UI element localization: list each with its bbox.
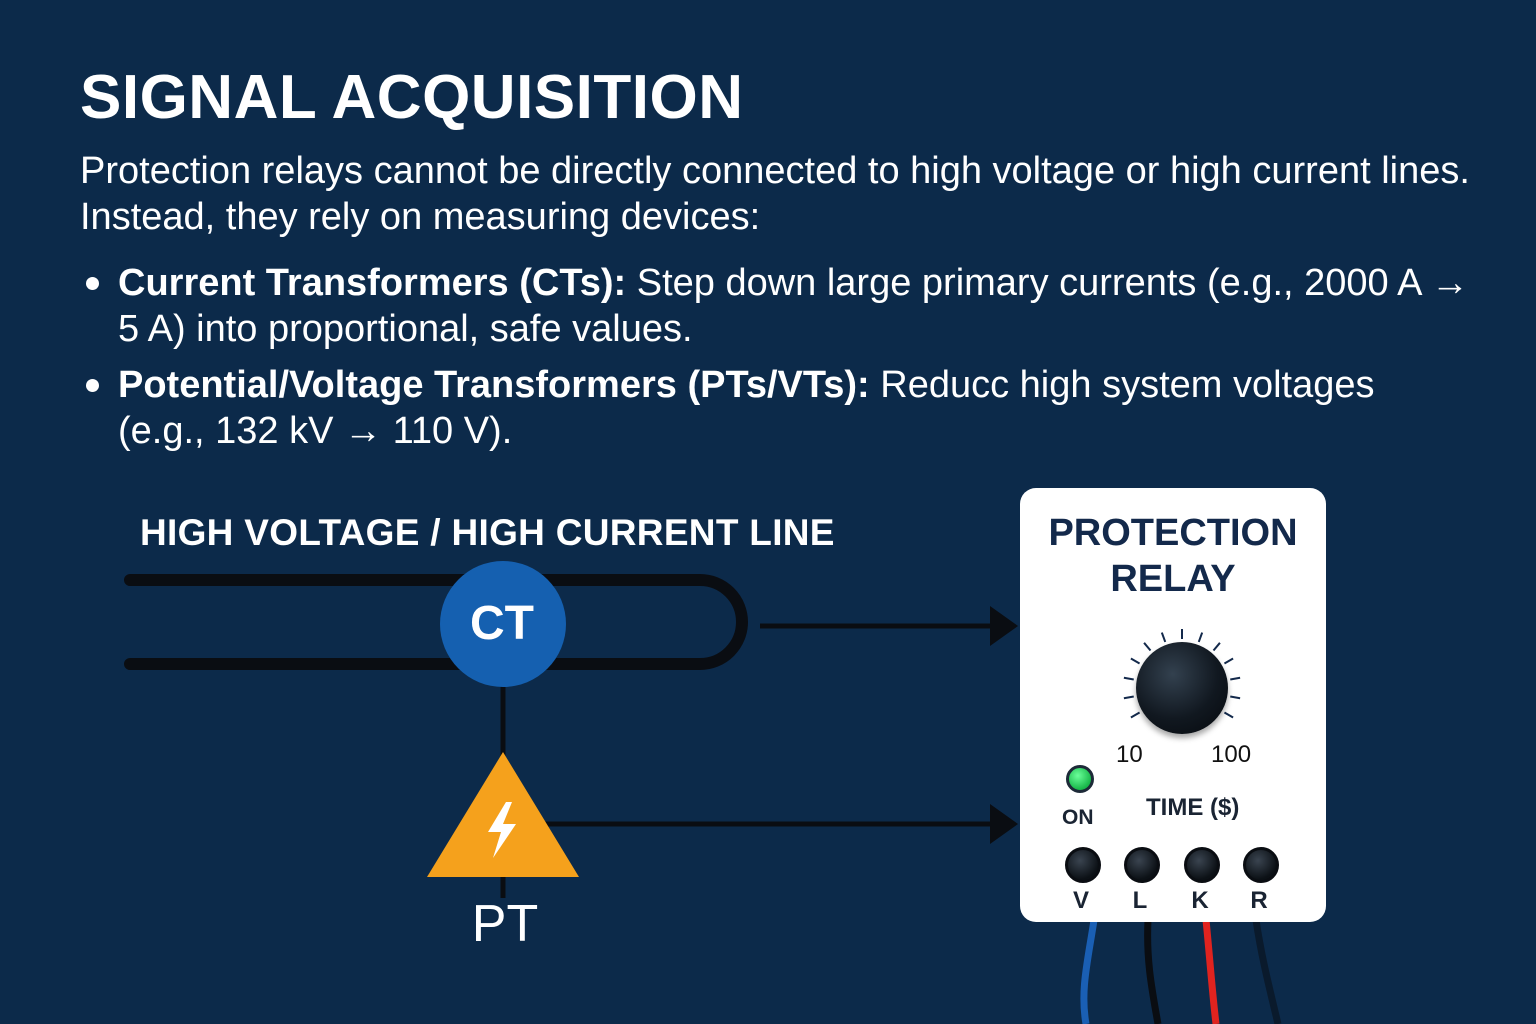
- relay-title-line2: RELAY: [1110, 558, 1236, 600]
- wire-blue: [1080, 919, 1098, 1024]
- pt-label: PT: [471, 895, 539, 953]
- ct-arrowhead: [990, 606, 1018, 646]
- terminal-label: L: [1132, 887, 1148, 914]
- page-title: SIGNAL ACQUISITION: [80, 63, 744, 132]
- dial-tick: [1143, 642, 1152, 652]
- dial-tick: [1130, 657, 1141, 665]
- relay-title-line1: PROTECTION: [1048, 512, 1298, 554]
- terminal-v[interactable]: [1065, 847, 1101, 883]
- time-dial-knob[interactable]: [1136, 642, 1228, 734]
- dial-tick: [1212, 642, 1221, 652]
- dial-tick: [1230, 676, 1241, 681]
- bullet-icon: [86, 379, 99, 392]
- dial-tick: [1181, 629, 1183, 639]
- relay-title: PROTECTION RELAY: [1020, 510, 1326, 602]
- bullet-term: Potential/Voltage Transformers (PTs/VTs)…: [118, 364, 870, 406]
- dial-tick: [1223, 711, 1234, 719]
- dial-label: TIME ($): [1146, 794, 1240, 821]
- ct-circle: [440, 561, 566, 687]
- dial-tick: [1230, 695, 1241, 700]
- intro-text: Protection relays cannot be directly con…: [80, 150, 1470, 238]
- dial-tick: [1223, 657, 1234, 665]
- terminal-label: K: [1191, 887, 1209, 914]
- dial-tick: [1130, 711, 1141, 719]
- bullet-term: Current Transformers (CTs):: [118, 262, 627, 304]
- terminal-k[interactable]: [1184, 847, 1220, 883]
- bullet-icon: [86, 277, 99, 290]
- bullet-text: Reducᴄ high system voltages (e.g., 132 k…: [118, 364, 1375, 452]
- pt-arrowhead: [990, 804, 1018, 844]
- lightning-bolt-icon: [488, 802, 516, 858]
- dial-scale-max: 100: [1211, 741, 1252, 768]
- dial-scale-min: 10: [1116, 741, 1143, 768]
- device-list: Current Transformers (CTs): Step down la…: [80, 260, 1470, 464]
- dial-tick: [1197, 632, 1204, 643]
- list-item-pt: Potential/Voltage Transformers (PTs/VTs)…: [80, 362, 1470, 454]
- dial-tick: [1123, 676, 1134, 681]
- dial-tick: [1123, 695, 1134, 700]
- power-led-icon: [1066, 765, 1094, 793]
- terminal-r[interactable]: [1243, 847, 1279, 883]
- hv-line: [124, 574, 748, 670]
- bullet-text: Step down large primary currents (e.g., …: [118, 262, 1469, 350]
- list-item-ct: Current Transformers (CTs): Step down la…: [80, 260, 1470, 352]
- terminal-l[interactable]: [1124, 847, 1160, 883]
- dial-tick: [1160, 632, 1167, 643]
- wire-navy: [1252, 919, 1282, 1024]
- wire-black: [1144, 919, 1162, 1024]
- ct-label: CT: [470, 597, 534, 650]
- led-label: ON: [1062, 806, 1094, 829]
- protection-relay: PROTECTION RELAY 10 100 ON TIME ($) V L …: [1020, 488, 1326, 922]
- terminal-label: V: [1072, 887, 1089, 914]
- terminal-label: R: [1250, 887, 1268, 914]
- line-label: HIGH VOLTAGE / HIGH CURRENT LINE: [140, 512, 835, 553]
- wire-red: [1202, 919, 1220, 1024]
